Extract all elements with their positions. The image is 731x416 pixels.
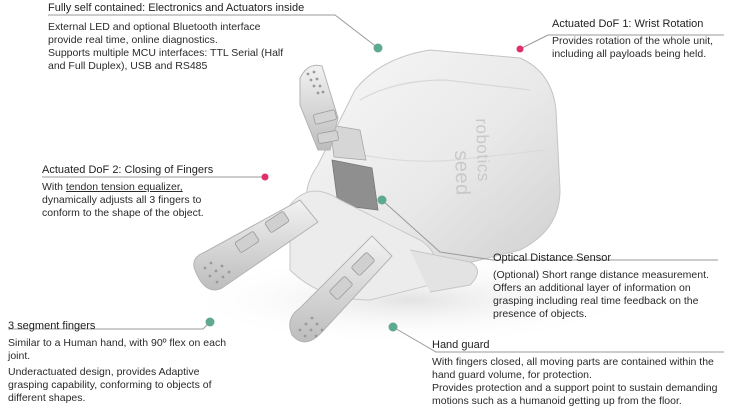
annotation-title: 3 segment fingers	[8, 320, 96, 332]
annotation-text: Underactuated design, provides Adaptive …	[8, 366, 212, 404]
annotation-text: With fingers closed, all moving parts ar…	[432, 356, 714, 381]
finger-left	[193, 199, 319, 291]
annotation-text: (Optional) Short range distance measurem…	[493, 269, 709, 320]
annotation-optical: Optical Distance Sensor (Optional) Short…	[493, 252, 718, 321]
annotation-text: Provides protection and a support point …	[432, 382, 718, 407]
annotation-title: Optical Distance Sensor	[493, 252, 611, 264]
annotation-title: Fully self contained: Electronics and Ac…	[48, 2, 305, 14]
callout-dot-optical	[377, 195, 387, 205]
annotation-text: With tendon tension equalizer, dynamical…	[42, 181, 232, 220]
annotation-text: External LED and optional Bluetooth inte…	[48, 21, 261, 46]
annotation-text: Supports multiple MCU interfaces: TTL Se…	[48, 47, 284, 72]
annotation-text: Provides rotation of the whole unit, inc…	[552, 35, 714, 60]
text-fragment: dynamically adjusts all 3 fingers to con…	[42, 194, 204, 219]
callout-dot-wrist	[516, 45, 524, 53]
callout-dot-segment	[205, 317, 215, 327]
brand-seed: seed	[450, 149, 474, 197]
callout-dot-guard	[388, 322, 398, 332]
annotation-title: Actuated DoF 1: Wrist Rotation	[552, 18, 704, 30]
annotation-guard: Hand guard With fingers closed, all movi…	[432, 339, 724, 408]
annotation-self-contained: Fully self contained: Electronics and Ac…	[48, 2, 305, 73]
annotation-title: Actuated DoF 2: Closing of Fingers	[42, 164, 214, 176]
text-fragment: With	[42, 181, 66, 193]
brand-robotics: robotics	[472, 117, 494, 183]
annotation-text: Similar to a Human hand, with 90º flex o…	[8, 337, 227, 362]
annotation-wrist: Actuated DoF 1: Wrist Rotation Provides …	[552, 18, 727, 61]
annotation-title: Hand guard	[432, 339, 490, 351]
finger-front	[289, 235, 393, 343]
thumb-finger	[299, 64, 339, 151]
callout-dot-closing	[261, 173, 269, 181]
annotation-segment: 3 segment fingers Similar to a Human han…	[8, 320, 230, 405]
tendon-tension-link[interactable]: tendon tension equalizer,	[65, 181, 183, 193]
annotation-closing: Actuated DoF 2: Closing of Fingers With …	[42, 164, 232, 220]
callout-dot-electronics	[373, 43, 383, 53]
